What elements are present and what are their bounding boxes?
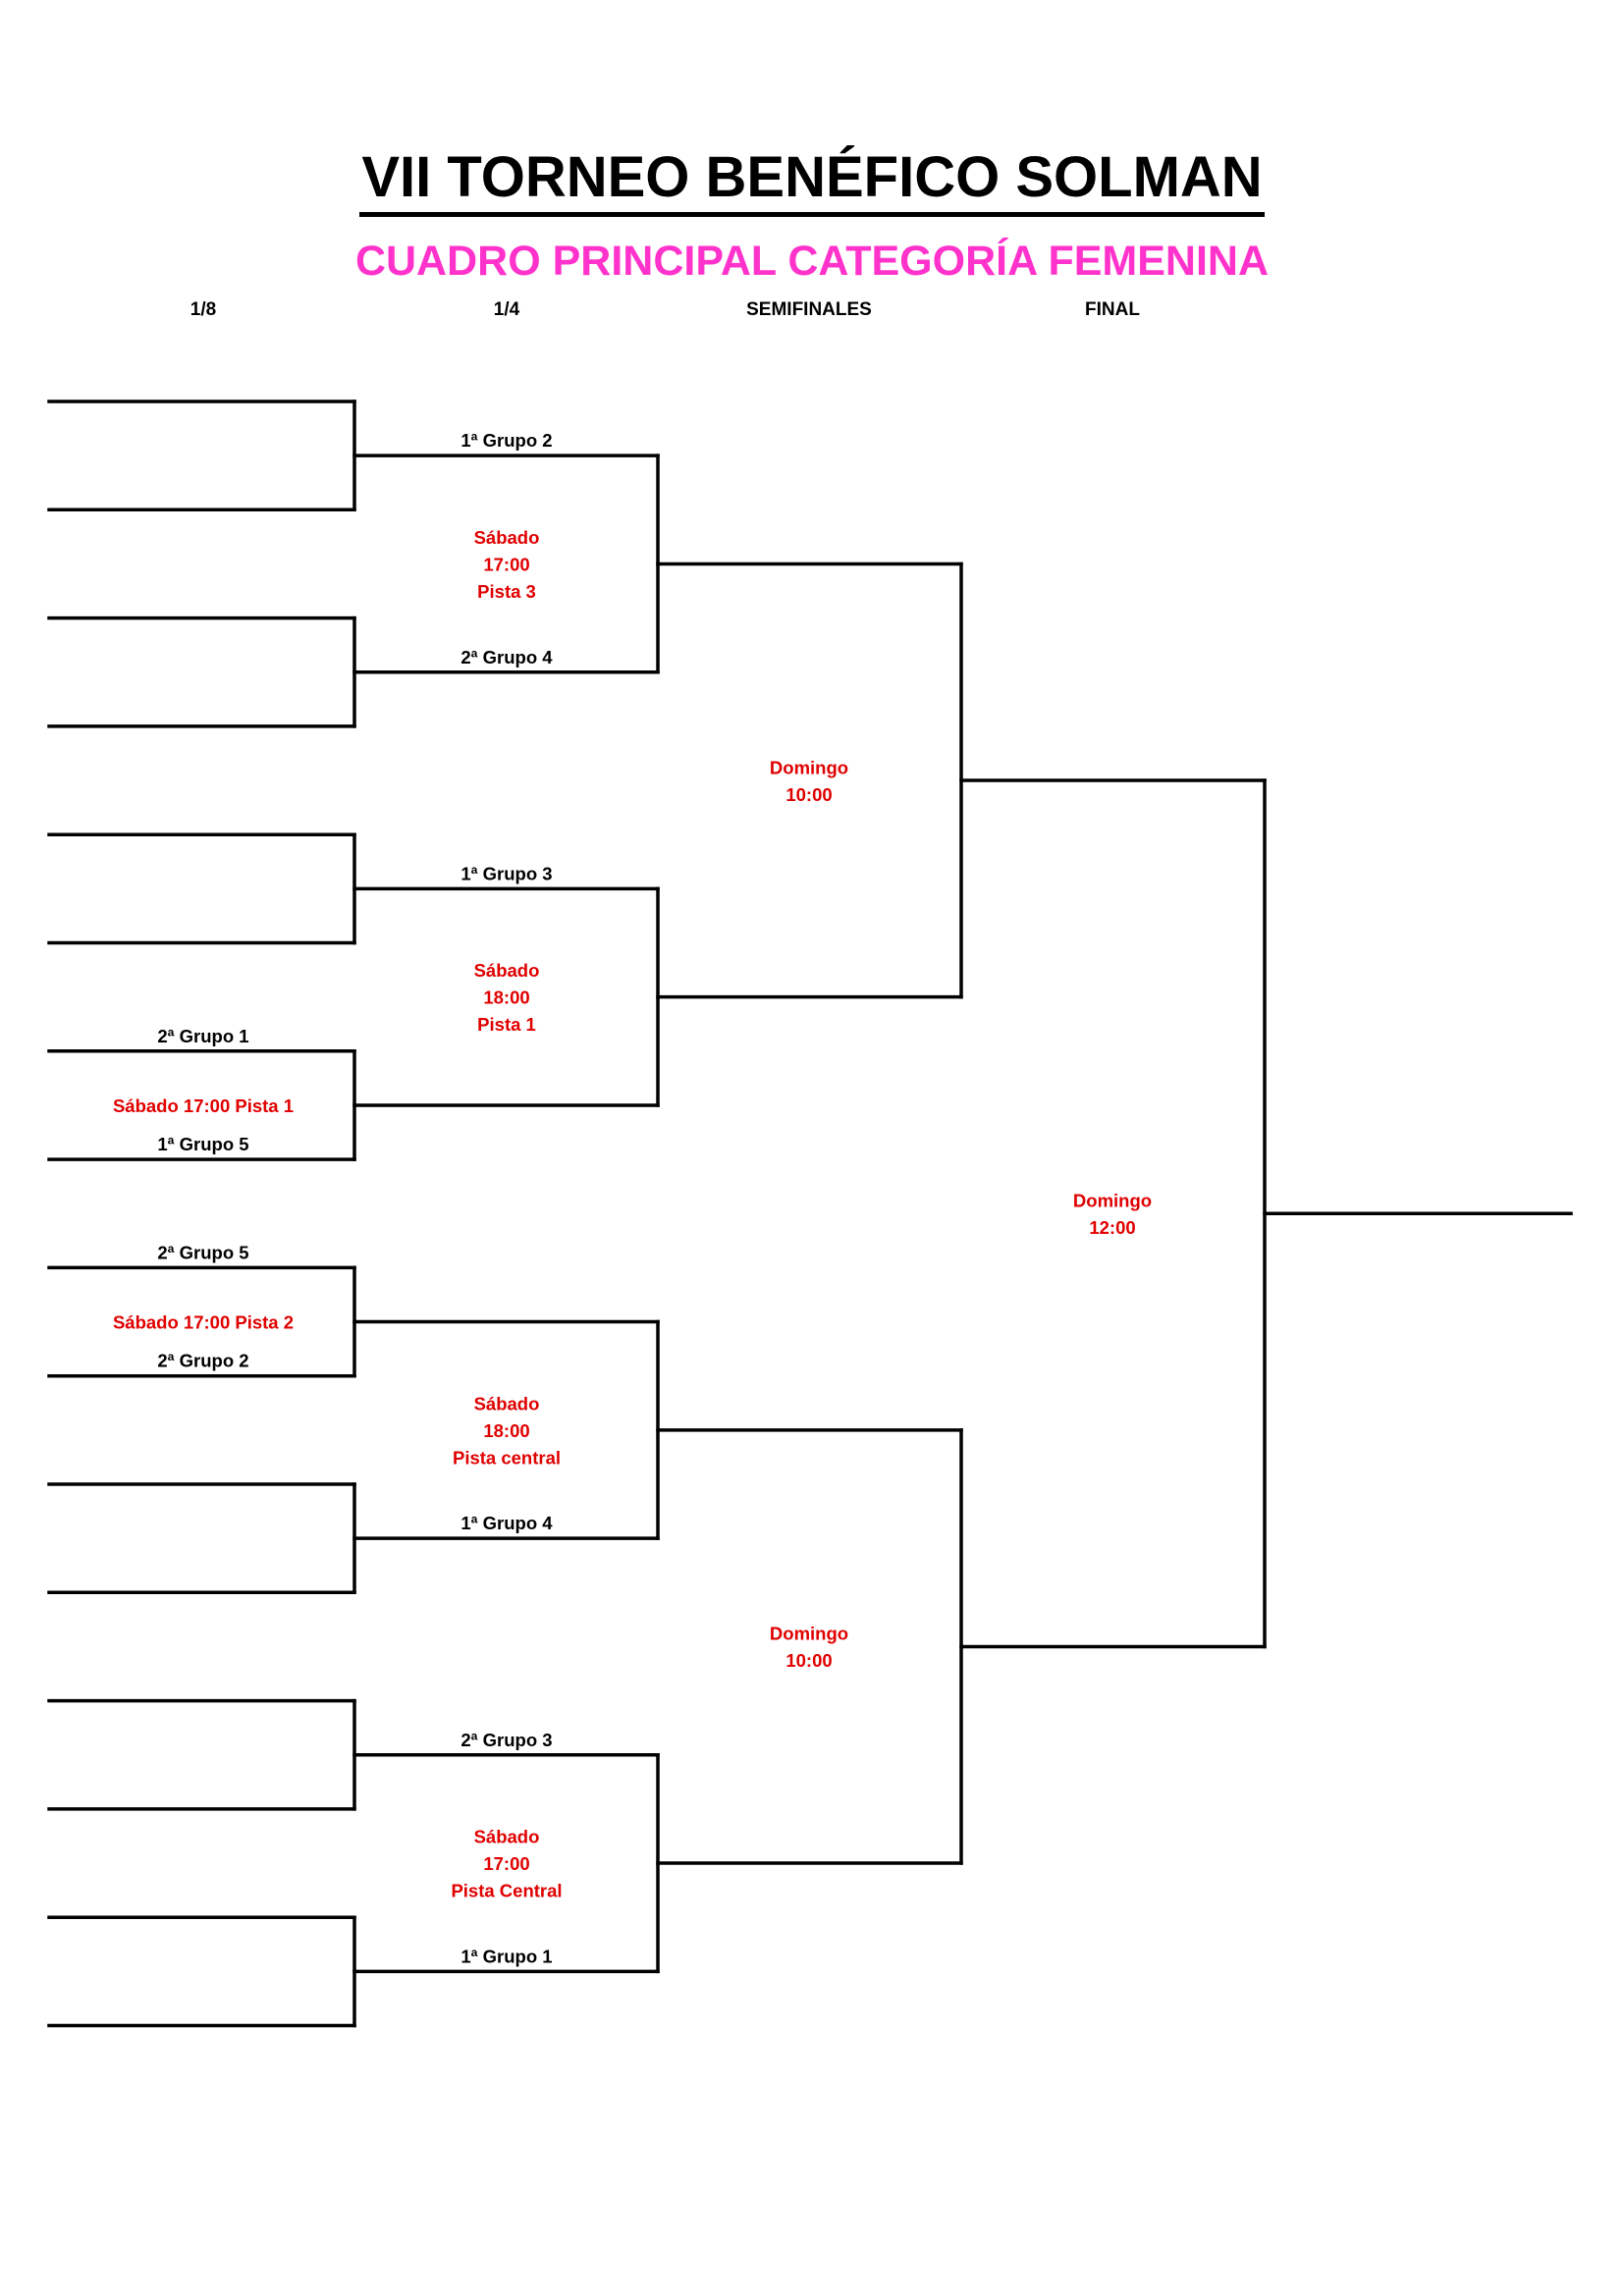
- cuartos-match-4-bottom-team: 1ª Grupo 1: [460, 1946, 552, 1966]
- octavos-match-4-top-team: 2ª Grupo 1: [157, 1026, 248, 1046]
- cuartos-match-1-schedule-line-2: 17:00: [483, 554, 529, 574]
- final-match-schedule-line-2: 12:00: [1089, 1217, 1135, 1238]
- cuartos-match-4-schedule-line-3: Pista Central: [451, 1881, 562, 1901]
- cuartos-match-2-schedule-line-3: Pista 1: [477, 1014, 536, 1035]
- round-label-octavos: 1/8: [189, 299, 217, 320]
- tournament-title-text: VII TORNEO BENÉFICO SOLMAN: [359, 145, 1265, 217]
- round-label-final: FINAL: [1085, 299, 1140, 320]
- cuartos-match-3-schedule-line-3: Pista central: [453, 1447, 561, 1468]
- semifinal-match-2-schedule-line-1: Domingo: [770, 1624, 848, 1644]
- round-label-cuartos: 1/4: [493, 299, 520, 320]
- cuartos-match-4-schedule-line-2: 17:00: [483, 1853, 529, 1874]
- octavos-match-4-schedule-line-1: Sábado 17:00 Pista 1: [113, 1095, 294, 1116]
- cuartos-match-1-schedule-line-3: Pista 3: [477, 581, 536, 602]
- cuartos-match-2-schedule-line-1: Sábado: [474, 960, 540, 981]
- octavos-match-5-top-team: 2ª Grupo 5: [157, 1242, 248, 1262]
- cuartos-match-2-top-team: 1ª Grupo 3: [460, 863, 552, 883]
- cuartos-match-1-top-team: 1ª Grupo 2: [460, 430, 552, 451]
- tournament-title: VII TORNEO BENÉFICO SOLMAN: [0, 145, 1624, 217]
- cuartos-match-2-schedule-line-2: 18:00: [483, 988, 529, 1008]
- semifinal-match-1-schedule-line-2: 10:00: [785, 784, 832, 805]
- cuartos-match-4-schedule-line-1: Sábado: [474, 1827, 540, 1847]
- cuartos-match-1-bottom-team: 2ª Grupo 4: [460, 647, 553, 667]
- semifinal-match-1-schedule-line-1: Domingo: [770, 757, 848, 777]
- semifinal-match-2-schedule-line-2: 10:00: [785, 1650, 832, 1671]
- header: VII TORNEO BENÉFICO SOLMAN CUADRO PRINCI…: [0, 0, 1624, 334]
- cuartos-match-1-schedule-line-1: Sábado: [474, 527, 540, 548]
- octavos-match-4-bottom-team: 1ª Grupo 5: [157, 1134, 248, 1154]
- cuartos-match-3-schedule-line-1: Sábado: [474, 1393, 540, 1414]
- octavos-match-5-schedule-line-1: Sábado 17:00 Pista 2: [113, 1312, 294, 1333]
- cuartos-match-4-top-team: 2ª Grupo 3: [460, 1730, 552, 1750]
- cuartos-match-3-schedule-line-2: 18:00: [483, 1420, 529, 1441]
- draw-subtitle: CUADRO PRINCIPAL CATEGORÍA FEMENINA: [354, 238, 1270, 285]
- octavos-match-5-bottom-team: 2ª Grupo 2: [157, 1351, 248, 1371]
- round-label-semifinales: SEMIFINALES: [746, 299, 872, 320]
- final-match-schedule-line-1: Domingo: [1073, 1191, 1152, 1211]
- cuartos-match-3-bottom-team: 1ª Grupo 4: [460, 1513, 553, 1533]
